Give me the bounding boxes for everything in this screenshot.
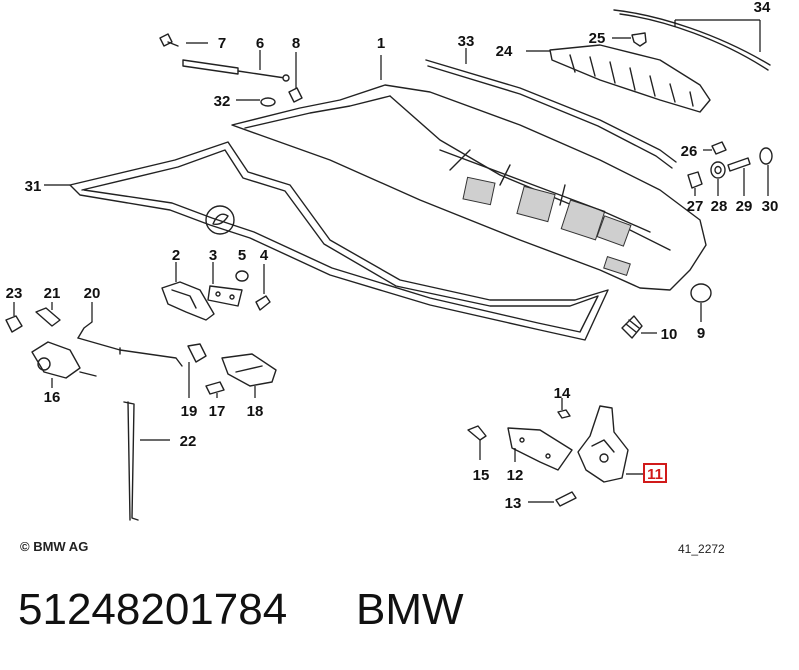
callout-11-highlight: 11 [643,463,667,483]
callout-13: 13 [505,495,522,512]
callout-32: 32 [214,93,231,110]
part-10-stop-buffer [621,315,657,339]
part-30-cap [759,147,773,196]
callout-7: 7 [218,35,226,52]
callout-29: 29 [736,198,753,215]
part-19-clip [187,343,207,398]
callout-15: 15 [473,467,490,484]
callout-28: 28 [711,198,728,215]
callout-1: 1 [377,35,385,52]
parts-diagram: 34 24 25 33 1 7 6 8 32 31 26 27 28 29 30… [5,0,779,521]
callout-22: 22 [180,433,197,450]
part-3-plate [207,262,243,307]
callout-2: 2 [172,247,180,264]
part-28-nut [710,161,726,196]
drawing-id: 41_2272 [678,542,725,556]
part-27-bolt [687,171,703,196]
part-25-clip [612,32,647,47]
part-31-frame-seal [44,141,609,341]
part-1-trunk-lid [231,55,707,291]
part-22-operating-rod [123,401,170,521]
callout-21: 21 [44,285,61,302]
part-18-actuator [221,353,277,398]
part-26-grommet [703,141,727,155]
part-7-bolt [159,33,208,47]
part-16-lock-cylinder [31,341,97,388]
callout-10: 10 [661,326,678,343]
callout-11: 11 [647,466,663,483]
callout-14: 14 [554,385,571,402]
callout-23: 23 [6,285,23,302]
callout-9: 9 [697,325,705,342]
callout-33: 33 [458,33,475,50]
copyright-notice: © BMW AG [20,539,89,554]
part-9-buffer [690,283,712,322]
callout-12: 12 [507,467,524,484]
callout-8: 8 [292,35,300,52]
callout-24: 24 [496,43,513,60]
callout-17: 17 [209,403,226,420]
part-14-screw [557,398,571,419]
part-23-buffer [5,302,23,333]
part-8-screw [288,52,303,103]
part-4-screw [255,264,271,311]
part-32-cap [236,97,276,107]
part-2-hinge [161,262,215,321]
part-13-screw [528,491,577,507]
part-24-brake-light [526,44,711,113]
callout-27: 27 [687,198,704,215]
part-17-screw [205,381,225,398]
callout-20: 20 [84,285,101,302]
callout-18: 18 [247,403,264,420]
part-33-seal-strip [425,48,677,169]
part-15-bolt [467,425,487,460]
part-12-bracket [507,427,573,471]
callout-16: 16 [44,389,61,406]
part-5-nut [235,270,249,282]
callout-19: 19 [181,403,198,420]
callout-31: 31 [25,178,42,195]
callout-4: 4 [260,247,269,264]
part-21-screw [35,302,61,327]
part-34-spoiler-strip [613,9,771,71]
callout-34: 34 [754,0,771,16]
part-29-screw [727,157,751,196]
callout-3: 3 [209,247,217,264]
callout-6: 6 [256,35,264,52]
callout-25: 25 [589,30,606,47]
part-20-operating-rod [77,302,183,367]
part-11-lock [577,405,644,483]
callout-30: 30 [762,198,779,215]
part-number-title: 51248201784 [18,585,288,634]
callout-26: 26 [681,143,698,160]
brand-title: BMW [356,585,464,634]
callout-5: 5 [238,247,246,264]
part-6-gas-strut [182,50,290,82]
